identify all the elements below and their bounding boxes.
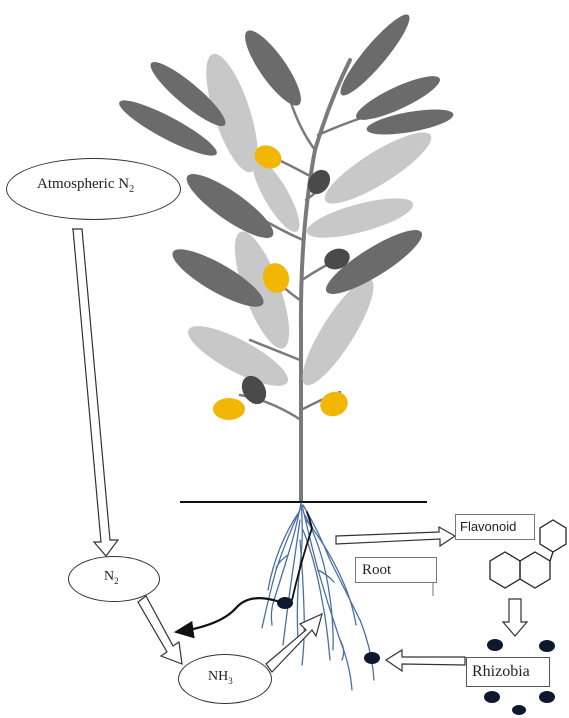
olive-plant (119, 14, 454, 502)
root-nodule (364, 652, 380, 664)
leaf (187, 326, 289, 386)
arrow-rhizobia-to-root (384, 648, 466, 673)
rhizobia-bacteria-icon (484, 639, 555, 715)
leaf (302, 278, 374, 386)
n2-text: N (104, 569, 115, 584)
olive-dark (324, 248, 350, 270)
arrow-n2-to-nh3 (137, 595, 183, 665)
arrow-flavonoid-to-rhizobia (501, 598, 529, 637)
olive-yellow (254, 145, 282, 169)
nh3-node (178, 654, 272, 704)
nh3-text: NH (208, 669, 229, 684)
leaf (245, 30, 301, 106)
root-label-box (355, 557, 437, 583)
arrow-root-to-flavonoid (335, 525, 457, 548)
leaf (324, 132, 432, 204)
leaf (234, 231, 290, 349)
atmospheric-n2-text: Atmospheric N (37, 176, 130, 192)
n2-node (68, 556, 160, 602)
leaf (119, 100, 217, 156)
light-leaves (187, 53, 432, 386)
leaf (186, 174, 274, 238)
root-nodule (277, 597, 293, 609)
leaf (252, 158, 300, 232)
rhizobia-label: Rhizobia (472, 663, 530, 680)
leaf (150, 62, 226, 126)
n2-label: N2 (104, 569, 119, 586)
root-label: Root (362, 562, 392, 578)
flavonoid-label: Flavonoid (460, 519, 517, 534)
nh3-label: NH3 (208, 669, 233, 686)
olive-dark (241, 375, 267, 405)
atmospheric-n2-subscript: 2 (129, 184, 135, 195)
dark-leaves (119, 14, 454, 307)
flavonoid-label-box (455, 514, 535, 540)
nh3-subscript: 3 (228, 675, 233, 686)
leaf (366, 109, 454, 135)
olives (213, 145, 350, 420)
arrow-nh3-to-root (265, 612, 323, 673)
olive-dark (307, 169, 331, 195)
leaf (340, 14, 410, 96)
leaf (172, 249, 264, 307)
arrow-atmospheric-to-n2 (72, 228, 120, 557)
leaf (325, 230, 423, 294)
atmospheric-n2-node (6, 158, 181, 220)
rhizobia-label-box (466, 657, 550, 687)
atmospheric-n2-label: Atmospheric N2 (37, 176, 134, 195)
leaf (306, 198, 414, 238)
olive-yellow (262, 263, 290, 293)
olive-yellow (213, 398, 245, 420)
n2-subscript: 2 (114, 575, 119, 586)
leaf (206, 53, 258, 173)
dark-root-strands (291, 511, 313, 601)
arrow-nodule-to-nh3 (173, 597, 281, 639)
olive-yellow (320, 391, 348, 417)
flavonoid-molecule-icon (489, 519, 567, 589)
leaf (356, 76, 440, 120)
